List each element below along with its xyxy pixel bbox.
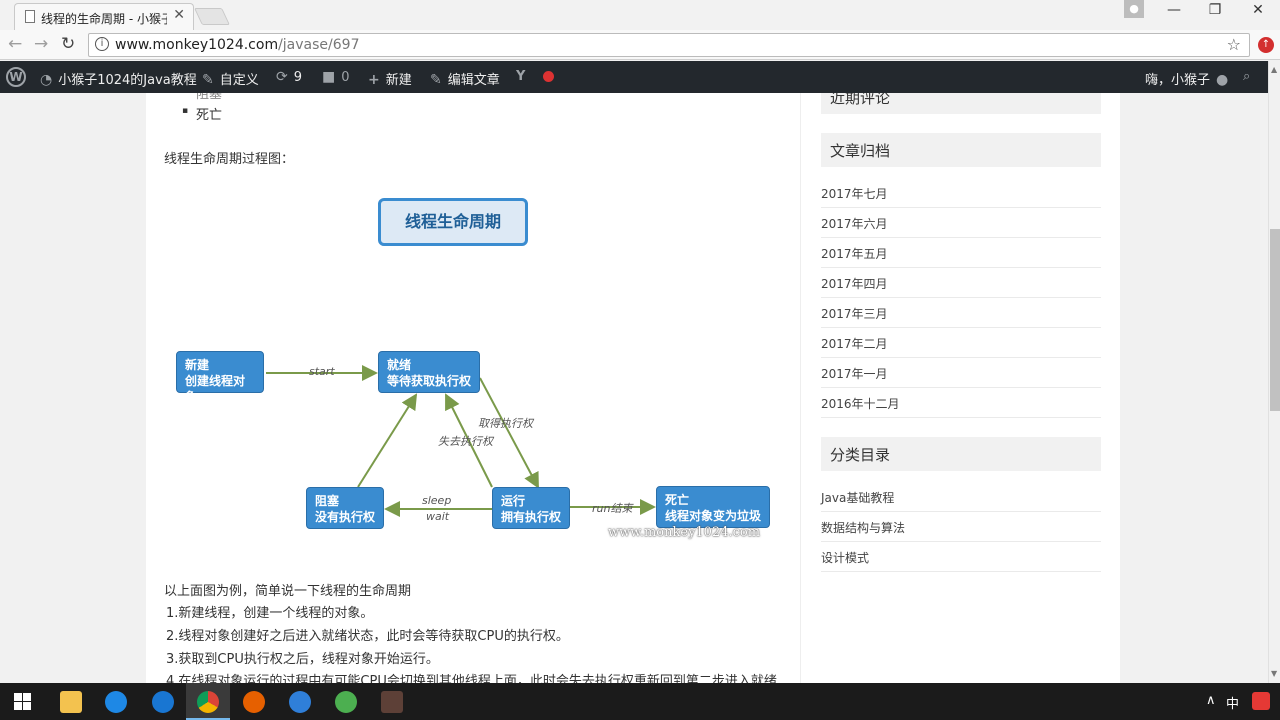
category-link[interactable]: Java基础教程 [821,482,1101,512]
paragraph: 4.在线程对象运行的过程中有可能CPU会切换到其他线程上面，此时会失去执行权重新… [166,674,777,683]
profile-icon[interactable]: ● [1124,0,1144,18]
app-icon-n[interactable] [105,691,127,713]
comment-icon: ■ [322,69,336,85]
tab-title: 线程的生命周期 - 小猴子 [41,12,167,26]
arrow-wake [357,393,418,488]
archive-link[interactable]: 2017年二月 [821,328,1101,358]
list-item: 阻塞 [182,93,222,102]
archive-link[interactable]: 2017年六月 [821,208,1101,238]
archive-link[interactable]: 2017年四月 [821,268,1101,298]
sidebar: 近期评论 文章归档 2017年七月 2017年六月 2017年五月 2017年四… [800,93,1120,683]
category-link[interactable]: 设计模式 [821,542,1101,572]
updates-icon: ⟳ [276,69,288,85]
paragraph: 以上面图为例，简单说一下线程的生命周期 [164,584,412,599]
arrow-get-exec [479,377,539,489]
minimize-button[interactable]: — [1167,2,1181,18]
archive-link[interactable]: 2016年十二月 [821,388,1101,418]
address-bar[interactable]: i www.monkey1024.com/javase/697 ☆ [88,33,1250,57]
paragraph: 1.新建线程，创建一个线程的对象。 [166,606,374,621]
paragraph: 3.获取到CPU执行权之后，线程对象开始运行。 [166,652,439,667]
watermark-text: www.monkey1024.com [608,525,761,540]
page-scrollbar[interactable]: ▲ ▼ [1268,61,1280,683]
node-dead: 死亡线程对象变为垃圾 [656,486,770,528]
plus-icon: + [368,72,380,88]
label-lose-exec: 失去执行权 [438,435,493,448]
label-run-end: run结束 [592,502,633,515]
file-explorer-icon[interactable] [60,691,82,713]
user-icon: ● [1216,72,1229,88]
new-tab-button[interactable] [194,8,230,25]
diagram-title: 线程生命周期 [378,198,528,246]
comments-link[interactable]: ■0 [322,69,350,85]
user-account-link[interactable]: 嗨，小猴子● [1145,72,1229,88]
wp-admin-bar: W ◔小猴子1024的Java教程 ✎自定义 ⟳9 ■0 +新建 ✎编辑文章 Y… [0,61,1280,93]
node-new: 新建创建线程对象 [176,351,264,404]
arrow-lose-exec [445,393,493,488]
restore-button[interactable]: ❐ [1208,2,1222,18]
tray-expand-icon[interactable]: ∧ [1206,693,1216,708]
label-get-exec: 取得执行权 [478,417,533,430]
seo-status-dot [543,71,554,82]
scrollbar-thumb[interactable] [1270,229,1280,411]
forward-icon[interactable]: → [34,34,49,54]
edge-browser-icon[interactable] [152,691,174,713]
customize-link[interactable]: ✎自定义 [202,72,259,88]
app-icon-green[interactable] [335,691,357,713]
scroll-down-icon[interactable]: ▼ [1271,669,1278,678]
windows-taskbar: ∧ 中 [0,683,1280,720]
pencil-icon: ✎ [430,72,442,88]
node-ready: 就绪等待获取执行权 [378,351,480,393]
bookmark-star-icon[interactable]: ☆ [1226,35,1241,54]
archive-link[interactable]: 2017年一月 [821,358,1101,388]
ime-indicator[interactable]: 中 [1226,697,1240,712]
extension-icon[interactable]: ↑ [1258,37,1274,53]
node-running: 运行拥有执行权 [492,487,570,529]
brush-icon: ✎ [202,72,214,88]
diagram-arrows [266,365,656,517]
close-tab-icon[interactable]: ✕ [173,7,185,23]
archive-link[interactable]: 2017年五月 [821,238,1101,268]
label-wait: wait [426,510,450,523]
reload-icon[interactable]: ↻ [61,34,76,54]
tab-strip: 线程的生命周期 - 小猴子 ✕ ● — ❐ ✕ [0,0,1280,30]
archive-link[interactable]: 2017年三月 [821,298,1101,328]
wordpress-logo-icon[interactable]: W [6,67,26,87]
app-icon-s[interactable] [289,691,311,713]
browser-tab[interactable]: 线程的生命周期 - 小猴子 ✕ [14,3,194,30]
info-icon[interactable]: i [95,37,109,51]
updates-link[interactable]: ⟳9 [276,69,303,85]
scroll-up-icon[interactable]: ▲ [1271,65,1278,74]
tray-app-icon[interactable] [1252,692,1270,710]
label-start: start [309,365,335,378]
search-icon[interactable]: ⌕ [1243,69,1251,84]
url-text[interactable]: www.monkey1024.com/javase/697 [115,37,360,53]
list-item: 死亡 [182,104,222,123]
new-content-link[interactable]: +新建 [368,72,412,88]
label-sleep: sleep [422,494,452,507]
edit-post-link[interactable]: ✎编辑文章 [430,72,500,88]
diagram-intro: 线程生命周期过程图： [164,152,295,167]
page-icon [25,10,35,23]
node-blocked: 阻塞没有执行权 [306,487,384,529]
site-name-link[interactable]: ◔小猴子1024的Java教程 [40,72,197,88]
category-link[interactable]: 数据结构与算法 [821,512,1101,542]
dashboard-icon: ◔ [40,72,53,88]
paragraph: 2.线程对象创建好之后进入就绪状态，此时会等待获取CPU的执行权。 [166,629,569,644]
firefox-icon[interactable] [243,691,265,713]
seo-icon[interactable]: Y [516,69,526,84]
archive-link[interactable]: 2017年七月 [821,178,1101,208]
recent-comments-title: 近期评论 [821,93,1101,114]
chrome-icon[interactable] [197,691,219,713]
windows-start-icon[interactable] [14,693,31,710]
app-icon-game[interactable] [381,691,403,713]
browser-toolbar: ← → ↻ i www.monkey1024.com/javase/697 ☆ [0,30,1280,60]
categories-title: 分类目录 [821,437,1101,471]
archives-title: 文章归档 [821,133,1101,167]
back-icon[interactable]: ← [8,34,23,54]
close-window-button[interactable]: ✕ [1252,2,1264,18]
